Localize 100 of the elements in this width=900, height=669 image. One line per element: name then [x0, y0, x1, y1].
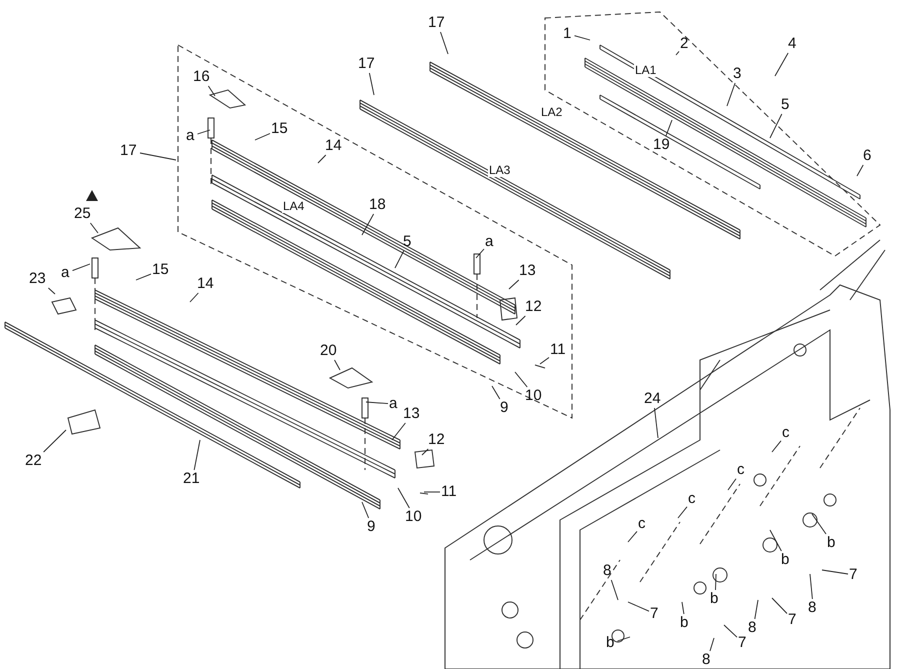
- callout-number: 20: [320, 343, 337, 359]
- leader-line: [774, 52, 789, 76]
- leader-line: [136, 274, 152, 280]
- callout-number: 17: [120, 143, 137, 159]
- leader-line: [654, 408, 658, 438]
- leader-line: [770, 114, 782, 138]
- callout-number: 23: [29, 271, 46, 287]
- leader-line: [392, 422, 406, 440]
- leader-line: [422, 448, 429, 456]
- callout-number: 7: [849, 567, 858, 583]
- callout-number: 8: [748, 620, 756, 636]
- leader-line: [140, 152, 176, 160]
- leader-line: [368, 72, 374, 96]
- callout-number: c: [737, 462, 744, 478]
- callout-number: b: [827, 535, 836, 551]
- leader-line: [724, 624, 738, 638]
- leader-line: [715, 574, 716, 590]
- callout-number: 9: [500, 400, 508, 416]
- callout-number: 17: [358, 56, 375, 72]
- callout-number: 3: [733, 66, 742, 82]
- leader-line: [72, 264, 90, 272]
- callout-number: 8: [603, 563, 612, 579]
- callout-number: 16: [193, 69, 210, 85]
- callout-number: 24: [644, 391, 661, 407]
- callout-number: 8: [702, 652, 710, 668]
- callout-number: 6: [863, 148, 872, 164]
- callout-number: a: [389, 396, 398, 412]
- leader-line: [492, 386, 500, 400]
- callout-number: 13: [403, 406, 420, 422]
- callout-number: c: [688, 491, 696, 507]
- leader-line: [754, 600, 758, 620]
- leader-line: [772, 440, 782, 452]
- callout-number: b: [606, 635, 614, 651]
- callout-number: 5: [403, 234, 412, 250]
- leader-line: [617, 636, 630, 642]
- part-label: LA4: [282, 200, 306, 213]
- callout-number: 14: [325, 138, 342, 154]
- leader-line: [812, 514, 826, 534]
- callout-number: c: [638, 516, 646, 532]
- callout-number: a: [61, 265, 70, 281]
- leader-line: [362, 214, 374, 236]
- leader-line: [190, 292, 199, 302]
- leader-line: [678, 506, 688, 518]
- leader-line: [610, 580, 618, 600]
- leader-line: [540, 357, 550, 364]
- callout-number: a: [485, 234, 494, 250]
- leader-line: [194, 440, 200, 470]
- leader-line: [48, 288, 56, 294]
- callout-number: 21: [183, 471, 200, 487]
- callout-number: b: [710, 591, 718, 607]
- leader-line: [398, 488, 410, 508]
- leader-line: [676, 50, 680, 56]
- callout-number: 12: [525, 299, 542, 315]
- leader-line: [810, 574, 813, 600]
- callout-number: 17: [428, 15, 445, 31]
- leader-line: [770, 530, 782, 552]
- leader-line: [856, 164, 864, 176]
- leader-line: [822, 570, 848, 574]
- part-label: LA1: [634, 64, 658, 77]
- leader-line: [208, 86, 216, 96]
- leader-line: [90, 222, 98, 234]
- leader-line: [514, 372, 528, 388]
- callout-number: 18: [369, 197, 386, 213]
- leader-line: [728, 478, 736, 490]
- callout-number: 25: [74, 206, 91, 222]
- leader-line: [508, 280, 520, 290]
- leader-line: [318, 154, 326, 164]
- leader-line: [574, 35, 590, 40]
- part-label: LA3: [488, 164, 512, 177]
- part-label: LA2: [540, 106, 564, 119]
- leader-line: [362, 502, 370, 518]
- callout-number: 14: [197, 276, 214, 292]
- leader-line: [628, 602, 650, 612]
- leader-line: [628, 530, 638, 542]
- leader-line: [440, 32, 448, 54]
- callout-number: 10: [405, 509, 422, 525]
- callout-number: 15: [152, 262, 169, 278]
- leader-line: [726, 82, 736, 106]
- leader-line: [665, 120, 672, 136]
- callout-number: 7: [788, 612, 796, 628]
- callout-number: 5: [781, 97, 790, 113]
- leader-line: [682, 602, 684, 614]
- callout-number: 9: [367, 519, 376, 535]
- callout-number: 7: [738, 635, 746, 651]
- callout-number: 11: [441, 484, 457, 500]
- leader-line: [394, 250, 404, 268]
- callout-number: 22: [25, 453, 42, 469]
- leader-line: [772, 598, 788, 614]
- callout-number: 15: [271, 121, 288, 137]
- callout-number: 1: [563, 26, 572, 42]
- callout-number: 19: [653, 137, 670, 153]
- callout-number: b: [781, 552, 790, 568]
- leader-line: [476, 248, 484, 258]
- callout-number: 4: [788, 36, 796, 52]
- leader-line: [43, 430, 66, 452]
- callout-number: a: [186, 128, 194, 144]
- callout-number: b: [680, 615, 688, 631]
- callout-number: 11: [550, 342, 566, 358]
- leader-line: [516, 316, 526, 326]
- callout-number: c: [782, 425, 790, 441]
